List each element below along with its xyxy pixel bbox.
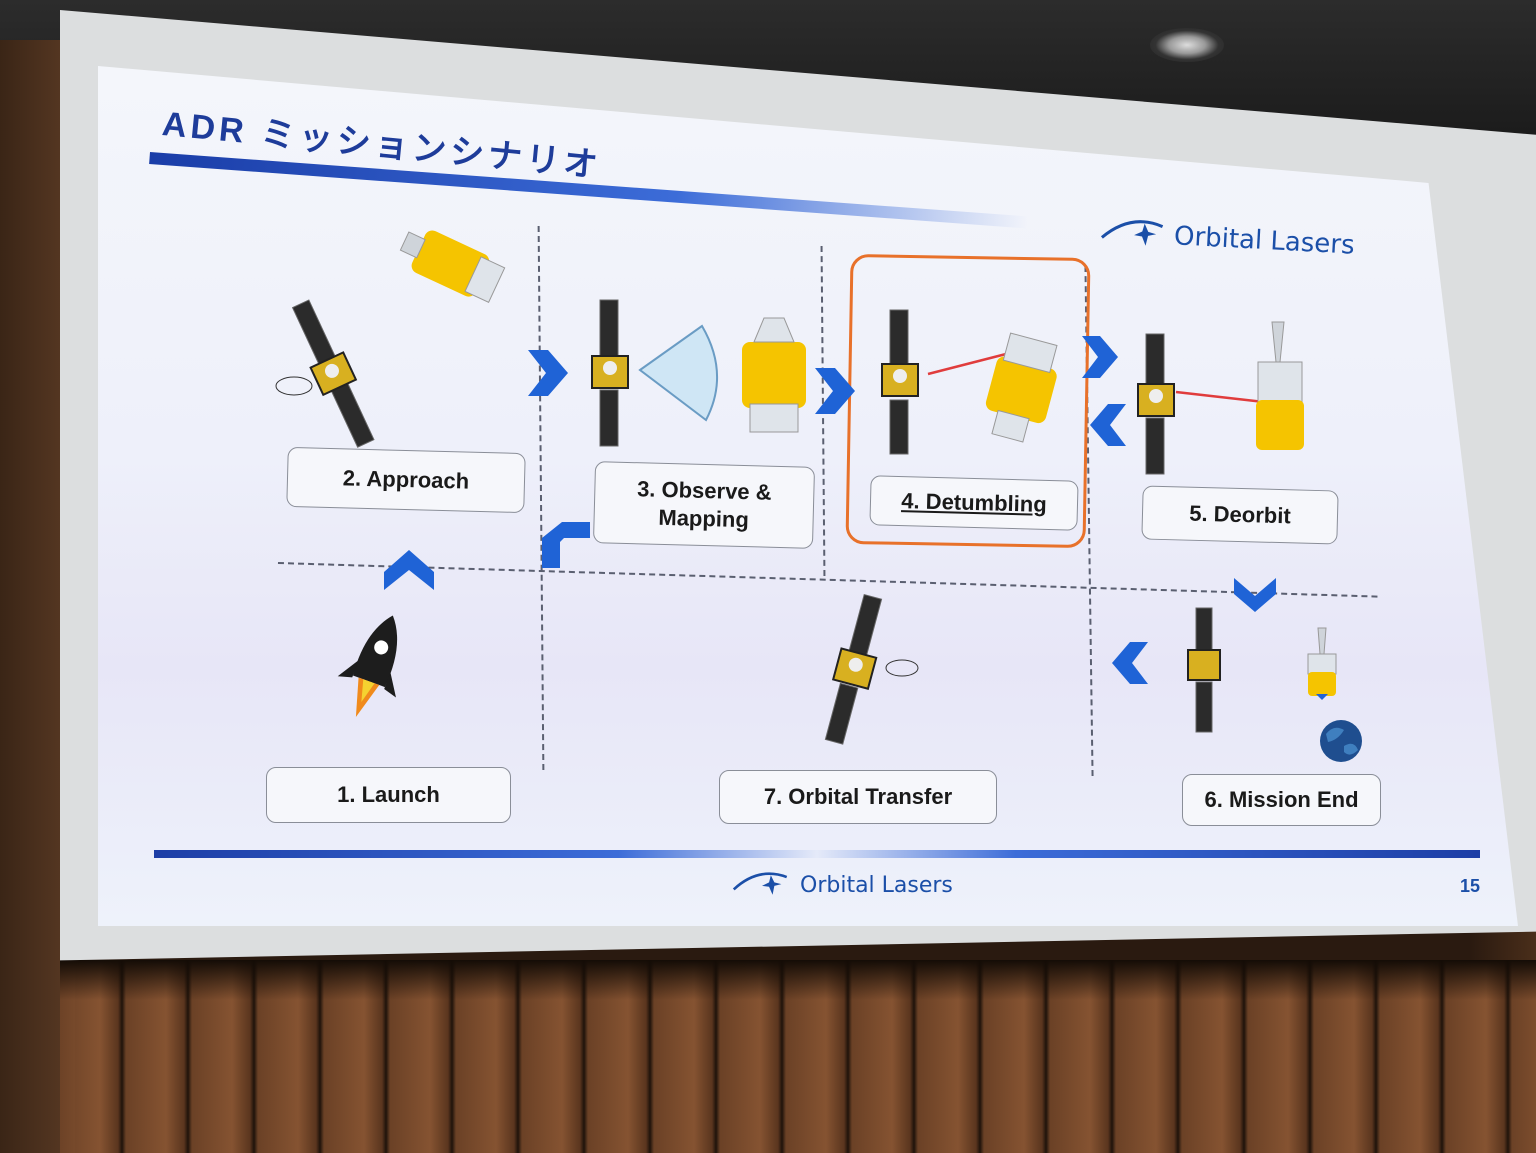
step-label-text: 5. Deorbit — [1188, 500, 1292, 529]
chevron-icon — [815, 368, 855, 414]
satellite-icon — [1137, 333, 1175, 475]
earth-icon — [1320, 720, 1362, 762]
chevron-icon — [1090, 404, 1126, 446]
step-orbital-transfer-label: 7. Orbital Transfer — [719, 770, 997, 824]
debris-icon — [399, 230, 506, 303]
step-mission-end-label: 6. Mission End — [1182, 774, 1381, 826]
debris-icon — [742, 317, 806, 433]
logo-icon — [1100, 220, 1164, 246]
laser-beam — [927, 352, 1007, 376]
step-launch-label: 1. Launch — [266, 767, 511, 823]
debris-icon — [985, 332, 1058, 443]
step-label-text: 1. Launch — [337, 782, 440, 807]
wall-shadow — [60, 960, 1536, 1000]
satellite-icon — [881, 309, 919, 455]
footer-bar — [154, 850, 1480, 858]
chevron-icon — [1112, 642, 1148, 684]
chevron-icon — [1082, 336, 1118, 378]
chevron-icon — [542, 522, 590, 568]
page-number: 15 — [1460, 876, 1481, 896]
step-label-line2: Mapping — [658, 504, 750, 533]
sensor-beam — [638, 324, 719, 422]
step-approach-label: 2. Approach — [286, 446, 526, 514]
step-label-text: 2. Approach — [342, 465, 470, 494]
rocket-icon — [337, 615, 398, 717]
ceiling-light — [1150, 28, 1224, 62]
brand-name: Orbital Lasers — [800, 872, 953, 898]
brand-logo-top: Orbital Lasers — [1099, 215, 1355, 262]
step-label-line1: 3. Observe & — [636, 476, 772, 505]
step-deorbit-label: 5. Deorbit — [1141, 485, 1339, 545]
step-observe-label: 3. Observe & Mapping — [592, 461, 816, 549]
chevron-icon — [528, 350, 568, 396]
chevron-icon — [1234, 578, 1276, 612]
satellite-icon — [824, 593, 919, 745]
debris-icon — [1307, 627, 1337, 700]
step-label-text: 6. Mission End — [1204, 787, 1359, 812]
step-label-text: 4. Detumbling — [900, 488, 1048, 517]
logo-icon — [732, 872, 788, 895]
debris-icon — [1256, 321, 1304, 450]
satellite-icon — [591, 299, 629, 447]
laser-beam — [1175, 390, 1265, 404]
satellite-icon — [275, 299, 375, 448]
satellite-icon — [1187, 607, 1221, 733]
brand-logo-bottom: Orbital Lasers — [730, 870, 953, 900]
chevron-icon — [384, 550, 434, 590]
step-detumbling-label: 4. Detumbling — [869, 475, 1079, 531]
step-label-text: 7. Orbital Transfer — [763, 784, 953, 809]
